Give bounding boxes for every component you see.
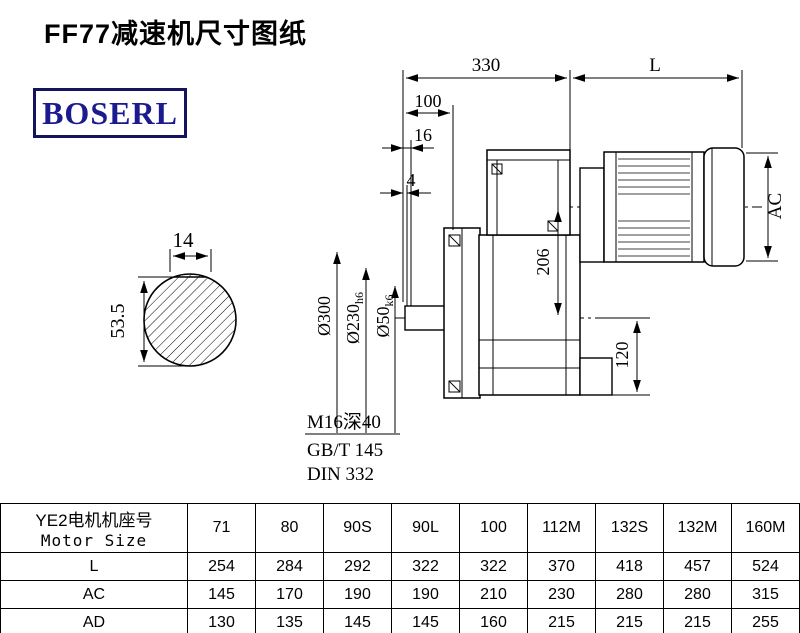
cell: 145: [187, 580, 256, 609]
cell: 190: [391, 580, 460, 609]
dim-330-label: 330: [472, 55, 501, 76]
cell: 457: [663, 552, 732, 581]
table-row-AD: AD 130 135 145 145 160 215 215 215 255: [0, 608, 800, 633]
note-din-standard: DIN 332: [307, 464, 374, 485]
cell: 215: [527, 608, 596, 633]
cell: 280: [663, 580, 732, 609]
motor-size-header-en: Motor Size: [40, 531, 148, 550]
col-header: 80: [255, 503, 324, 553]
page-title: FF77减速机尺寸图纸: [44, 19, 308, 49]
motor-size-header: YE2电机机座号 Motor Size: [0, 503, 188, 553]
cell: 254: [187, 552, 256, 581]
col-header: 160M: [731, 503, 800, 553]
cell: 322: [391, 552, 460, 581]
cell: 210: [459, 580, 528, 609]
cell: 255: [731, 608, 800, 633]
dim-l-label: L: [649, 55, 661, 76]
cell: 130: [187, 608, 256, 633]
cell: 170: [255, 580, 324, 609]
dia-300-label: Ø300: [314, 296, 334, 336]
cell: 322: [459, 552, 528, 581]
dim-16-label: 16: [414, 125, 432, 145]
cell: 135: [255, 608, 324, 633]
shaft-section-view: [138, 249, 237, 367]
dim-206-label: 206: [533, 249, 553, 276]
cell: 280: [595, 580, 664, 609]
dim-120-label: 120: [612, 342, 632, 369]
row-label: AC: [0, 580, 188, 609]
cell: 292: [323, 552, 392, 581]
motor-size-header-cn: YE2电机机座号: [35, 511, 153, 530]
brand-logo: BOSERL: [33, 88, 187, 138]
dim-53-5-label: 53.5: [107, 304, 129, 339]
dia-230h6-label: Ø230h6: [343, 292, 366, 344]
cell: 315: [731, 580, 800, 609]
dim-ac-label: AC: [765, 193, 786, 219]
row-label: L: [0, 552, 188, 581]
cell: 215: [595, 608, 664, 633]
table-header-row: YE2电机机座号 Motor Size 71 80 90S 90L 100 11…: [0, 503, 800, 553]
note-thread: M16深40: [307, 411, 381, 433]
technical-drawing: 14 53.5: [107, 55, 786, 485]
cell: 418: [595, 552, 664, 581]
note-gb-standard: GB/T 145: [307, 440, 383, 461]
cell: 370: [527, 552, 596, 581]
cell: 160: [459, 608, 528, 633]
reducer-side-view: [395, 147, 762, 399]
cell: 145: [323, 608, 392, 633]
dim-14-label: 14: [173, 228, 195, 252]
dimension-annotations: [305, 70, 778, 435]
table-row-L: L 254 284 292 322 322 370 418 457 524: [0, 552, 800, 581]
dim-4-label: 4: [407, 170, 416, 190]
col-header: 100: [459, 503, 528, 553]
cell: 284: [255, 552, 324, 581]
row-label: AD: [0, 608, 188, 633]
col-header: 132M: [663, 503, 732, 553]
dia-50k6-label: Ø50k6: [373, 295, 396, 338]
cell: 145: [391, 608, 460, 633]
col-header: 132S: [595, 503, 664, 553]
table-row-AC: AC 145 170 190 190 210 230 280 280 315: [0, 580, 800, 609]
col-header: 71: [187, 503, 256, 553]
dim-100-label: 100: [415, 91, 442, 111]
cell: 230: [527, 580, 596, 609]
col-header: 90L: [391, 503, 460, 553]
cell: 215: [663, 608, 732, 633]
cell: 190: [323, 580, 392, 609]
dimension-table: YE2电机机座号 Motor Size 71 80 90S 90L 100 11…: [0, 503, 800, 633]
col-header: 112M: [527, 503, 596, 553]
col-header: 90S: [323, 503, 392, 553]
cell: 524: [731, 552, 800, 581]
